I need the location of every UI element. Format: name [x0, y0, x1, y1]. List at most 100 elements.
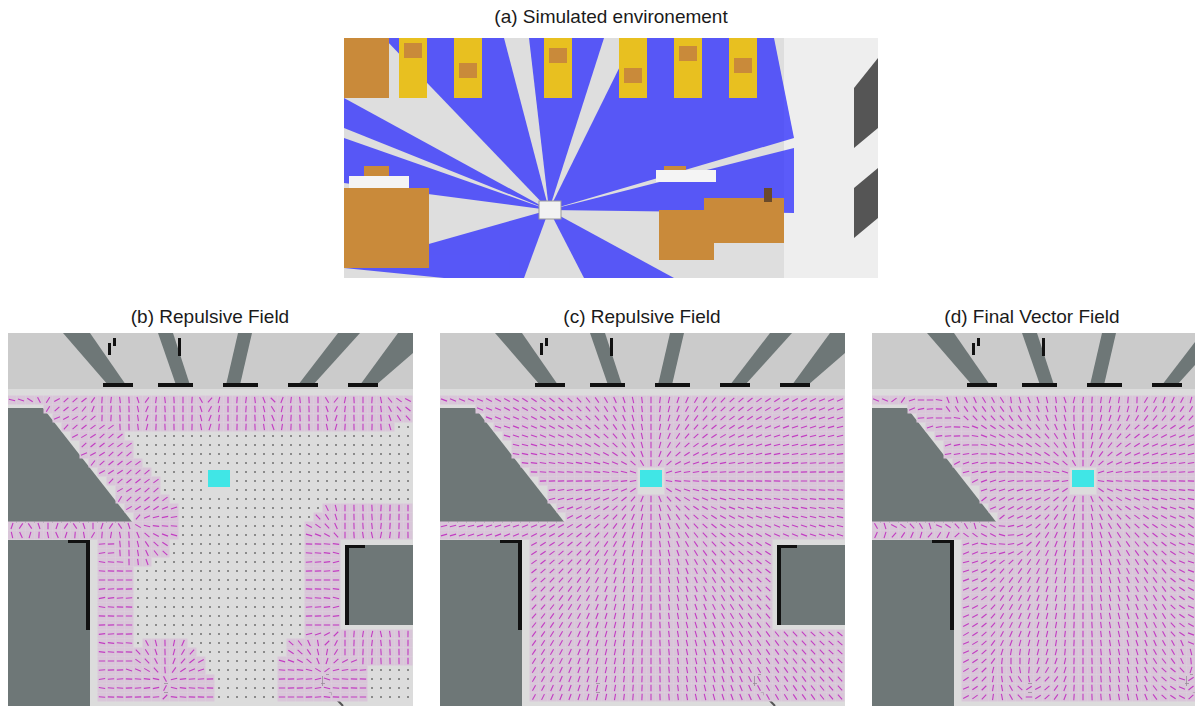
influence-zone	[71, 414, 80, 423]
field-vector	[236, 415, 237, 421]
field-vector	[614, 397, 617, 403]
field-dot	[227, 615, 229, 617]
field-dot	[272, 480, 274, 482]
field-vector	[344, 631, 345, 637]
influence-zone	[314, 522, 323, 531]
field-vector	[119, 415, 120, 421]
influence-zone	[386, 405, 395, 414]
field-dot	[182, 579, 184, 581]
influence-zone	[152, 666, 161, 675]
field-vector	[81, 434, 87, 437]
field-vector	[315, 588, 321, 589]
field-vector	[685, 415, 688, 420]
field-dot	[389, 480, 391, 482]
field-vector	[218, 406, 219, 412]
field-dot	[254, 651, 256, 653]
field-dot	[254, 660, 256, 662]
influence-zone	[809, 414, 818, 423]
field-dot	[281, 489, 283, 491]
influence-zone	[161, 693, 170, 702]
field-dot	[173, 615, 175, 617]
influence-zone	[350, 522, 359, 531]
field-vector	[162, 542, 167, 546]
influence-zone	[503, 405, 512, 414]
field-vector	[99, 543, 105, 545]
influence-zone	[773, 396, 782, 405]
influence-zone	[125, 558, 134, 567]
influence-zone	[116, 540, 125, 549]
field-vector	[128, 532, 130, 538]
field-dot	[344, 435, 346, 437]
field-vector	[604, 415, 608, 420]
influence-zone	[242, 396, 251, 405]
influence-zone	[161, 414, 170, 423]
field-vector	[333, 570, 339, 572]
influence-zone	[89, 441, 98, 450]
field-vector	[162, 507, 168, 510]
field-dot	[236, 570, 238, 572]
influence-zone	[566, 423, 575, 432]
influence-zone	[161, 396, 170, 405]
field-dot	[200, 516, 202, 518]
influence-zone	[323, 531, 332, 540]
field-vector	[353, 406, 354, 412]
influence-zone	[143, 405, 152, 414]
field-dot	[164, 579, 166, 581]
field-vector	[101, 406, 102, 412]
field-vector	[360, 669, 366, 671]
influence-zone	[350, 675, 359, 684]
field-vector	[290, 397, 292, 403]
field-dot	[164, 453, 166, 455]
influence-zone	[161, 504, 170, 513]
influence-zone	[206, 405, 215, 414]
influence-zone	[107, 531, 116, 540]
field-vector	[164, 397, 166, 403]
influence-zone	[80, 441, 89, 450]
influence-zone	[17, 522, 26, 531]
influence-zone	[44, 405, 53, 414]
field-vector	[344, 415, 346, 421]
field-dot	[245, 516, 247, 518]
influence-zone	[386, 504, 395, 513]
field-vector	[109, 461, 114, 465]
field-vector	[344, 397, 345, 403]
influence-zone	[359, 648, 368, 657]
field-dot	[218, 660, 220, 662]
field-vector	[324, 579, 330, 580]
field-dot	[371, 444, 373, 446]
field-vector	[513, 398, 519, 401]
field-vector	[288, 687, 294, 688]
influence-zone	[386, 531, 395, 540]
field-vector	[396, 398, 401, 402]
field-dot	[191, 516, 193, 518]
influence-zone	[395, 405, 404, 414]
field-dot	[200, 552, 202, 554]
field-dot	[227, 552, 229, 554]
influence-zone	[323, 684, 332, 693]
influence-zone	[53, 531, 62, 540]
field-dot	[200, 462, 202, 464]
influence-zone	[152, 396, 161, 405]
field-vector	[774, 398, 779, 401]
field-vector	[504, 398, 510, 401]
influence-zone	[332, 693, 341, 702]
field-vector	[324, 687, 330, 688]
field-dot	[263, 642, 265, 644]
influence-zone	[305, 423, 314, 432]
field-vector	[153, 678, 159, 679]
influence-zone	[134, 531, 143, 540]
field-dot	[299, 453, 301, 455]
field-dot	[182, 435, 184, 437]
field-vector	[117, 624, 123, 625]
field-dot	[380, 462, 382, 464]
field-dot	[227, 606, 229, 608]
field-vector	[389, 514, 390, 520]
field-vector	[117, 470, 122, 473]
influence-zone	[152, 423, 161, 432]
influence-zone	[116, 693, 125, 702]
field-vector	[110, 532, 111, 538]
field-dot	[272, 534, 274, 536]
influence-zone	[377, 630, 386, 639]
influence-zone	[332, 405, 341, 414]
field-vector	[380, 649, 382, 655]
